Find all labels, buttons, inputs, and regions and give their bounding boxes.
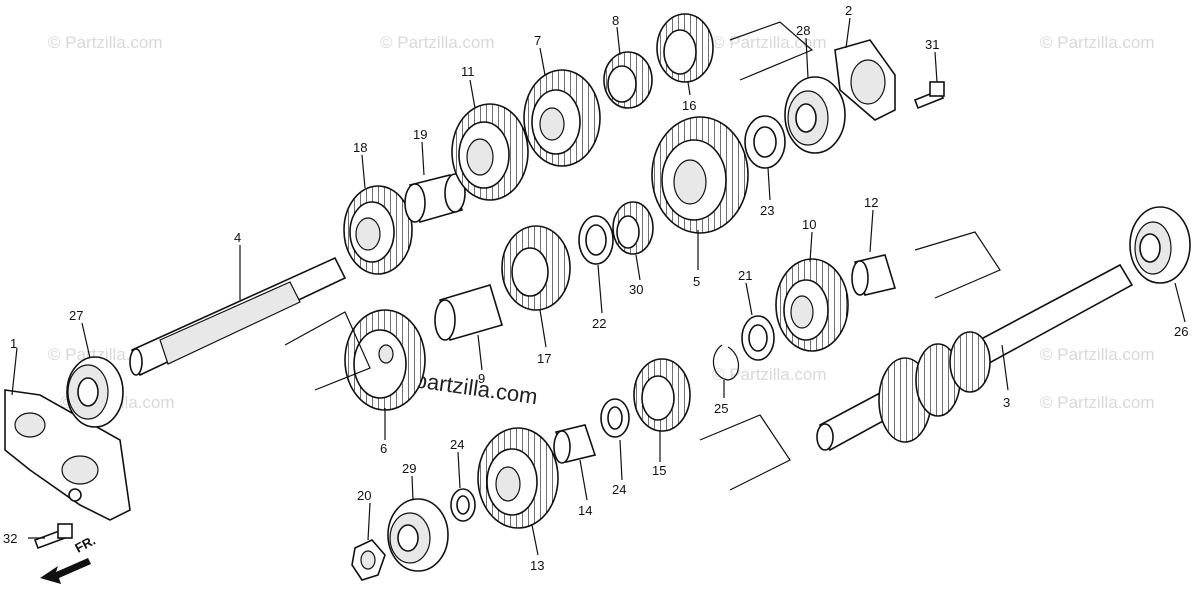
callout-30: 30	[629, 282, 643, 297]
part-5-gear	[651, 116, 749, 234]
watermark-top-right: © Partzilla.com	[1040, 33, 1155, 52]
part-28-bearing	[784, 76, 846, 154]
callout-21: 21	[738, 268, 752, 283]
callout-8: 8	[612, 13, 619, 28]
callout-labels: 1 2 3 4 5 6 7 8 9 10 11 12 13 14 15 16 1…	[3, 3, 1188, 573]
callout-19: 19	[413, 127, 427, 142]
callout-9: 9	[478, 371, 485, 386]
callout-16: 16	[682, 98, 696, 113]
callout-22: 22	[592, 316, 606, 331]
callout-28: 28	[796, 23, 810, 38]
callout-24-upper: 24	[450, 437, 464, 452]
part-19-bushing	[404, 173, 466, 223]
part-32-bolt	[33, 523, 73, 550]
part-12-bushing	[851, 254, 897, 296]
callout-3: 3	[1003, 395, 1010, 410]
callout-14: 14	[578, 503, 592, 518]
part-16-gear	[656, 13, 714, 83]
part-7-gear	[523, 69, 601, 167]
watermark-top-left: © Partzilla.com	[48, 33, 163, 52]
callout-32: 32	[3, 531, 17, 546]
part-13-gear	[477, 427, 559, 529]
callout-31: 31	[925, 37, 939, 52]
part-24-washer-upper	[600, 398, 630, 438]
part-18-gear	[343, 185, 413, 275]
callout-25: 25	[714, 401, 728, 416]
part-6-gear	[344, 309, 426, 411]
callout-15: 15	[652, 463, 666, 478]
front-direction-arrow-icon	[40, 558, 91, 584]
callout-20: 20	[357, 488, 371, 503]
part-27-bearing	[66, 356, 124, 428]
part-29-bearing	[387, 498, 449, 572]
watermark-mid-right: © Partzilla.com	[1040, 345, 1155, 364]
part-1-cover	[4, 389, 131, 521]
part-11-gear	[451, 103, 529, 201]
watermark-mid-center: © Partzilla.com	[712, 365, 827, 384]
callout-2: 2	[845, 3, 852, 18]
callout-17: 17	[537, 351, 551, 366]
part-23-washer	[744, 115, 786, 169]
callout-1: 1	[10, 336, 17, 351]
callout-18: 18	[353, 140, 367, 155]
callout-7: 7	[534, 33, 541, 48]
part-26-bearing	[1129, 206, 1191, 284]
part-3-shaft	[816, 263, 1134, 452]
part-8-needle-bearing	[603, 51, 653, 109]
part-21-washer	[741, 315, 775, 361]
watermark-top-center: © Partzilla.com	[380, 33, 495, 52]
part-10-gear	[775, 258, 849, 352]
part-22-washer	[578, 215, 614, 265]
callout-12: 12	[864, 195, 878, 210]
callout-26: 26	[1174, 324, 1188, 339]
alignment-lines	[284, 21, 1001, 491]
callout-23: 23	[760, 203, 774, 218]
callout-13: 13	[530, 558, 544, 573]
callout-11: 11	[461, 64, 475, 79]
leader-lines	[11, 17, 1186, 556]
part-15-gear	[633, 358, 691, 432]
part-14-bushing	[553, 424, 597, 464]
callout-27: 27	[69, 308, 83, 323]
part-31-bolt	[913, 81, 945, 110]
callout-6: 6	[380, 441, 387, 456]
part-9-bushing	[434, 284, 503, 341]
part-25-snap-ring	[712, 344, 740, 381]
front-direction-label: FR.	[72, 533, 98, 556]
part-30-needle-bearing	[612, 201, 654, 255]
part-2-plate	[834, 39, 896, 121]
part-4-shaft	[129, 256, 347, 377]
callout-10: 10	[802, 217, 816, 232]
part-17-gear	[501, 225, 571, 311]
part-24-washer-lower	[450, 488, 476, 522]
callout-29: 29	[402, 461, 416, 476]
callout-4: 4	[234, 230, 241, 245]
callout-24-lower: 24	[612, 482, 626, 497]
part-20-nut	[351, 539, 386, 581]
callout-5: 5	[693, 274, 700, 289]
watermark-bottom-right: © Partzilla.com	[1040, 393, 1155, 412]
